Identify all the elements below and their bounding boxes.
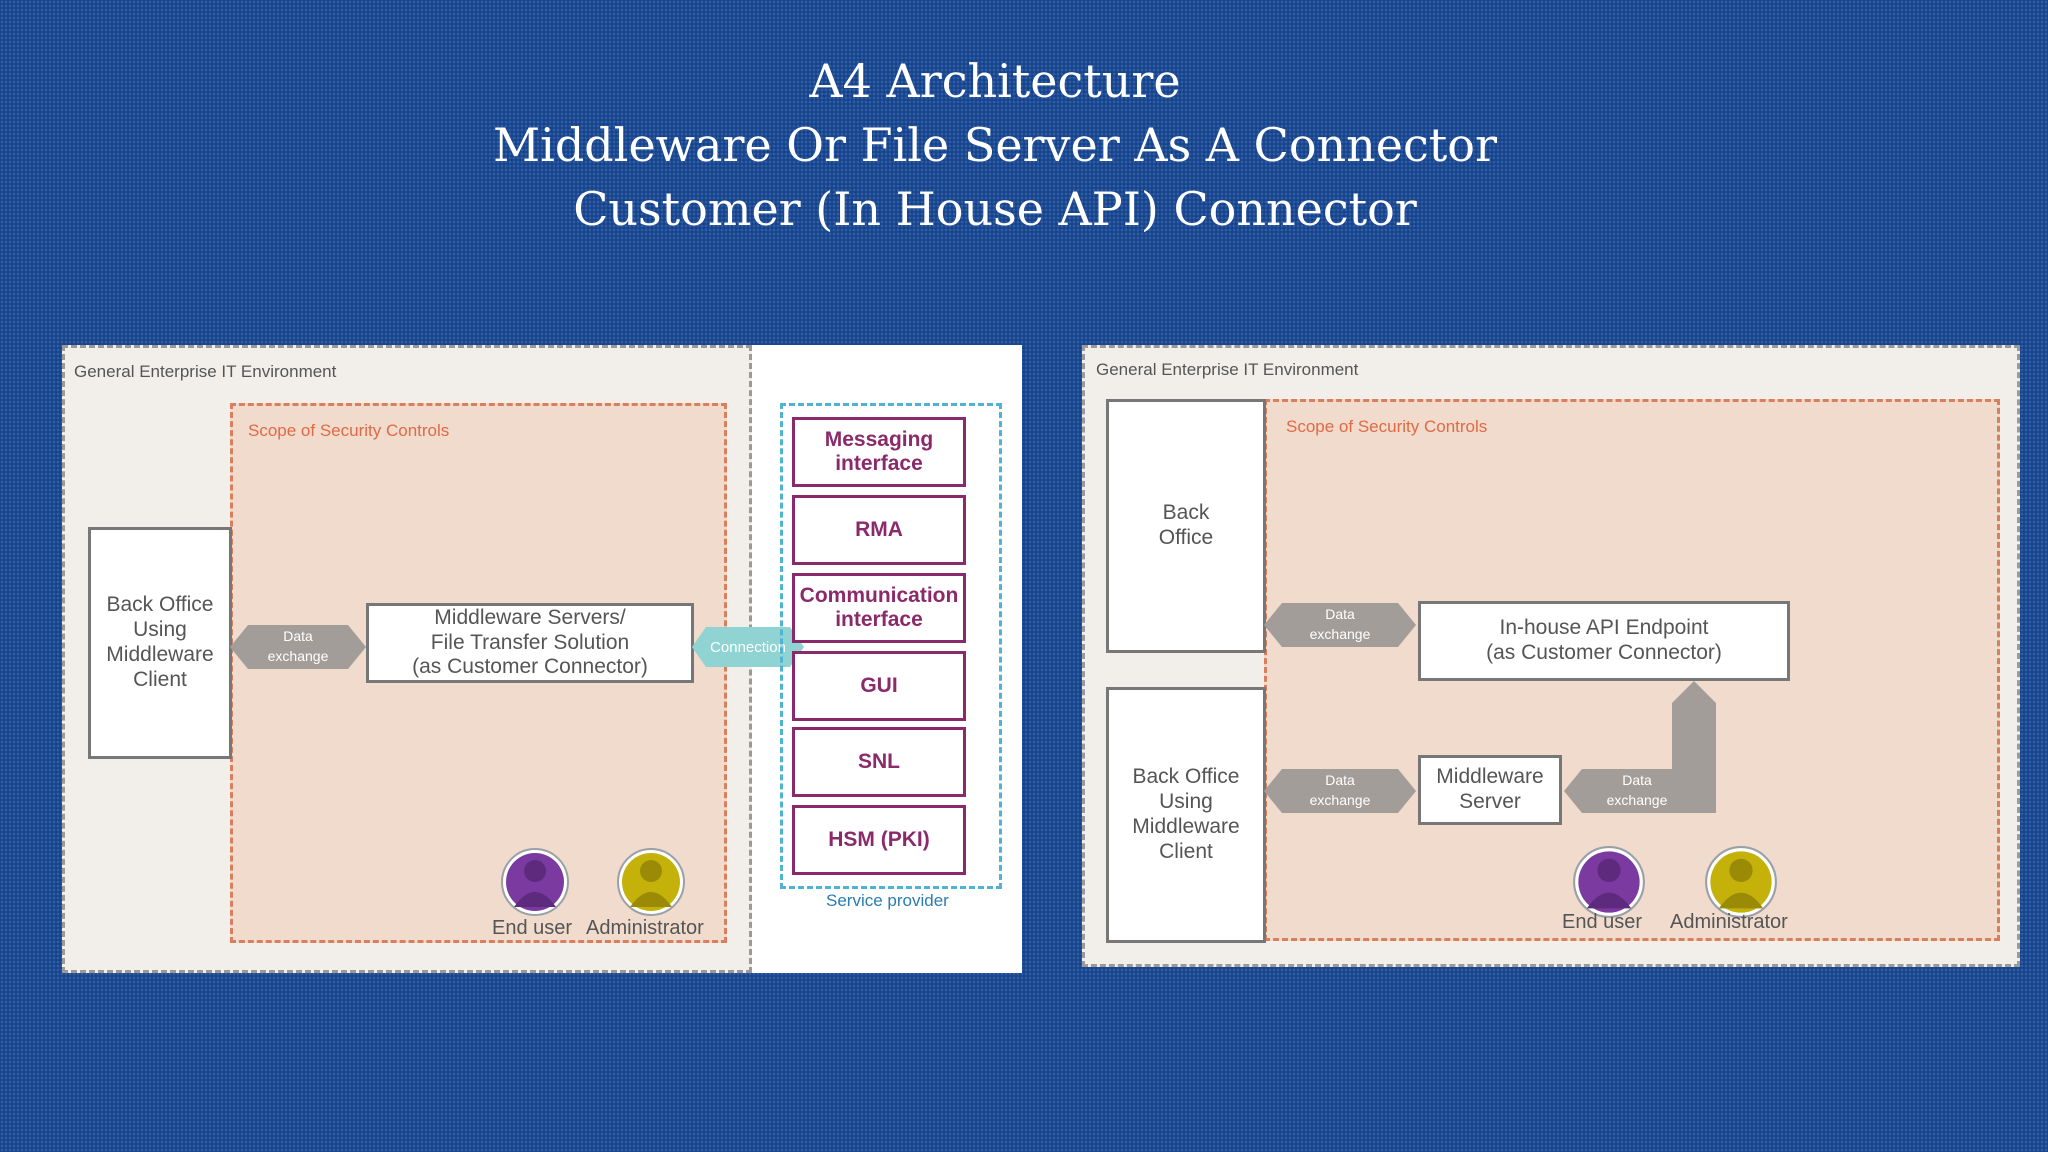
data-exchange-arrow-middle (1264, 769, 1416, 813)
back-office-box: Back Office (1106, 399, 1266, 653)
service-rma: RMA (792, 495, 966, 565)
data-exchange-label-right: Data exchange (1606, 772, 1668, 808)
service-snl: SNL (792, 727, 966, 797)
administrator-label: Administrator (1670, 911, 1788, 933)
data-exchange-label-middle: Data exchange (1309, 772, 1371, 808)
title-line-2: Middleware Or File Server As A Connector (493, 118, 1497, 172)
middleware-servers-box: Middleware Servers/ File Transfer Soluti… (366, 603, 694, 683)
service-communication-interface: Communication interface (792, 573, 966, 643)
end-user-label: End user (492, 917, 573, 939)
data-exchange-label: Data exchange (267, 628, 329, 664)
environment-label: General Enterprise IT Environment (74, 362, 337, 381)
end-user-label: End user (1562, 911, 1643, 933)
scope-label: Scope of Security Controls (1286, 417, 1488, 436)
end-user-icon (1573, 846, 1645, 918)
left-diagram: General Enterprise IT Environment Scope … (62, 345, 1022, 973)
title-line-1: A4 Architecture (809, 54, 1181, 108)
environment-label: General Enterprise IT Environment (1096, 360, 1359, 379)
service-messaging-interface: Messaging interface (792, 417, 966, 487)
data-exchange-arrow (230, 625, 366, 669)
middleware-server-box: Middleware Server (1418, 755, 1562, 825)
data-exchange-elbow-arrow (1564, 681, 1716, 813)
connection-label: Connection (710, 638, 786, 656)
connection-arrow (692, 627, 804, 667)
end-user-icon (501, 848, 569, 916)
title-line-3: Customer (In House API) Connector (573, 182, 1417, 236)
service-gui: GUI (792, 651, 966, 721)
right-diagram: General Enterprise IT Environment Scope … (1082, 345, 2020, 967)
data-exchange-label-top: Data exchange (1309, 606, 1371, 642)
administrator-icon (617, 848, 685, 916)
administrator-icon (1705, 846, 1777, 918)
scope-label: Scope of Security Controls (248, 421, 450, 440)
api-endpoint-box: In-house API Endpoint (as Customer Conne… (1418, 601, 1790, 681)
back-office-client-box: Back Office Using Middleware Client (88, 527, 232, 759)
back-office-client-box: Back Office Using Middleware Client (1106, 687, 1266, 943)
administrator-label: Administrator (586, 917, 704, 939)
service-provider-group (780, 403, 1002, 889)
service-provider-label: Service provider (826, 891, 949, 910)
data-exchange-arrow-top (1264, 603, 1416, 647)
service-hsm-pki: HSM (PKI) (792, 805, 966, 875)
